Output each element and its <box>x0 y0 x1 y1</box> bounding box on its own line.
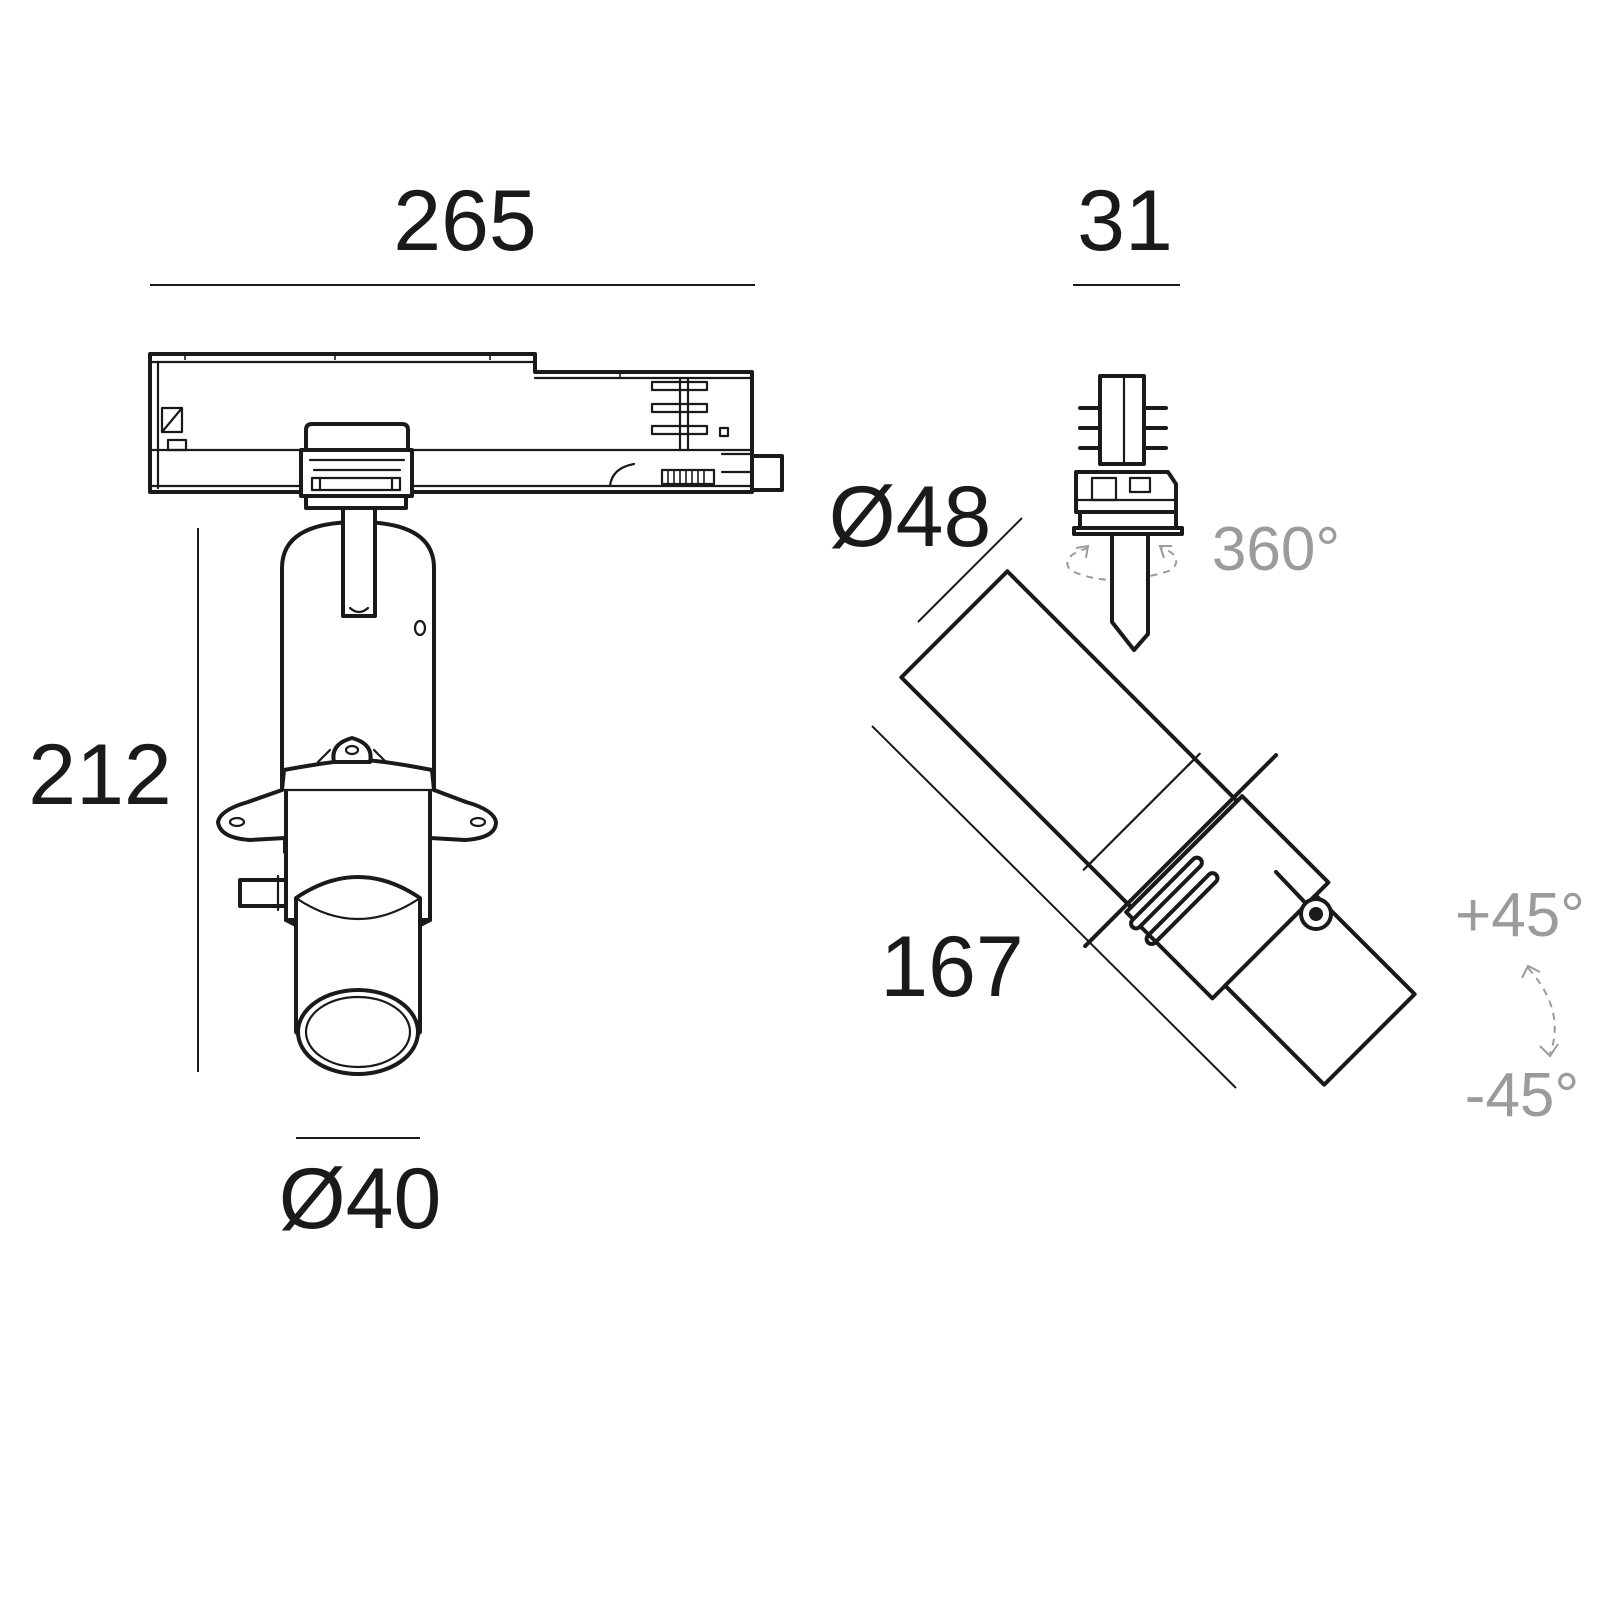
angle-label-tilt-plus: +45° <box>1455 881 1585 950</box>
dimension-label-height: 212 <box>28 727 172 823</box>
dimension-label-head-diameter: Ø48 <box>829 469 992 565</box>
tilt-indicator <box>1521 964 1559 1058</box>
angle-label-rotation: 360° <box>1212 515 1340 584</box>
track-adapter-front <box>148 352 784 510</box>
spotlight-body-side <box>899 569 1417 1087</box>
dimension-line-head-diameter <box>917 517 1023 623</box>
track-adapter-side <box>1072 374 1184 536</box>
spotlight-stem <box>1110 532 1150 652</box>
spotlight-body-front <box>216 506 498 1076</box>
front-view: 265 212 Ø40 <box>28 173 784 1247</box>
dimension-label-width: 265 <box>393 173 537 269</box>
angle-label-tilt-minus: -45° <box>1465 1061 1579 1130</box>
dimension-label-lens-diameter: Ø40 <box>279 1151 442 1247</box>
dimension-label-length: 167 <box>880 919 1024 1015</box>
side-view: 31 Ø48 167 360° +45° -45° <box>829 173 1585 1130</box>
dimension-label-depth: 31 <box>1077 173 1173 269</box>
dimension-line-length <box>871 725 1237 1089</box>
tilt-knob <box>1274 870 1333 931</box>
